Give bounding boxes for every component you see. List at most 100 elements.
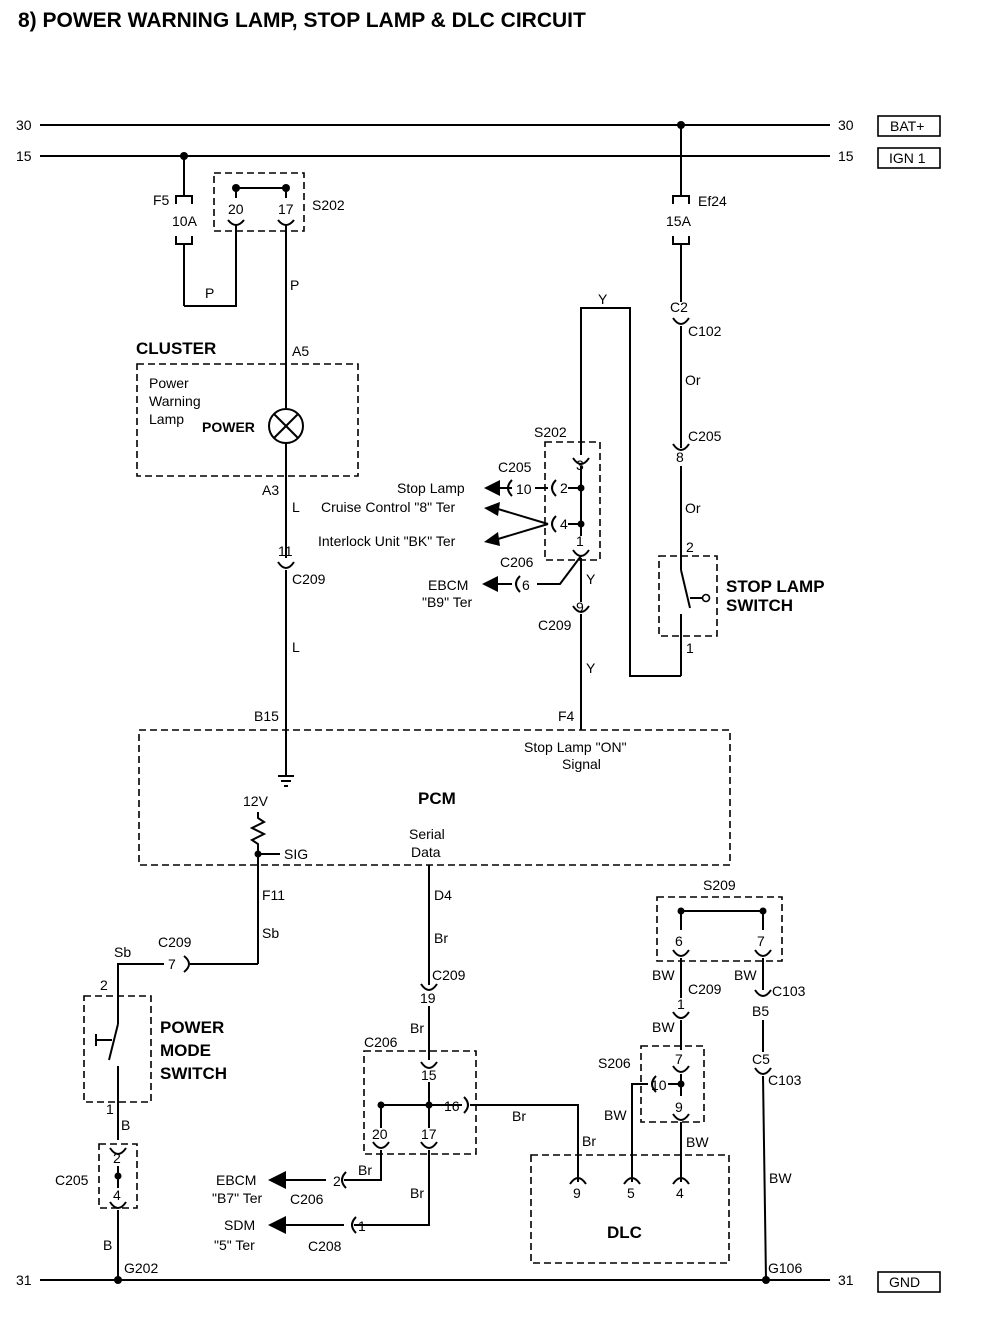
wire-or-2: Or [685,500,701,516]
s209-pin7: 7 [757,933,765,949]
c209-connector-e [672,1011,690,1019]
splice-s202-mid: S202 3 2 4 1 [534,424,601,561]
fuse-f5-rating: 10A [172,213,198,229]
c205-pin10: 10 [516,481,532,497]
ign1-tag: IGN 1 [889,150,926,166]
c209-connector-b [572,605,590,613]
lamp-line-1: Power [149,375,189,391]
pcm-pin-b15: B15 [254,708,279,724]
s202-pin17: 17 [278,201,294,217]
power-mode-label-3: SWITCH [160,1064,227,1083]
dlc-label: DLC [607,1223,642,1242]
wire-b-2: B [103,1237,112,1253]
c206-pin16: 16 [444,1098,460,1114]
c205c-pin2: 2 [113,1150,121,1166]
stop-switch-pin2: 2 [686,539,694,555]
dlc-pin5: 5 [627,1185,635,1201]
rail-30-right-label: 30 [838,117,854,133]
c206-pin15: 15 [421,1067,437,1083]
rail-31-left-label: 31 [16,1272,32,1288]
wire-l-label-1: L [292,499,300,515]
s202-pin20: 20 [228,201,244,217]
pcm-signal-1: Stop Lamp "ON" [524,739,627,755]
c209-connector-d [420,983,438,991]
c205-label-b: C205 [498,459,532,475]
fuse-ef24-rating: 15A [666,213,692,229]
bat-tag-box [877,115,941,137]
wire-sb-2: Sb [114,944,131,960]
connector-c206-b: C206 15 16 20 17 [363,1034,477,1155]
wire-bw-6: BW [769,1170,792,1186]
c209-connector-c [183,955,190,973]
gnd-tag-box [877,1271,941,1293]
c209-pin9: 9 [576,599,584,615]
c206-label-c: C206 [290,1191,324,1207]
splice-s206: S206 7 10 9 [598,1045,705,1123]
power-mode-pin2: 2 [100,977,108,993]
pcm-label: PCM [418,789,456,808]
wire-p-1: P [205,285,214,301]
interlock-label: Interlock Unit "BK" Ter [318,533,456,549]
cluster-pin-a3: A3 [262,482,279,498]
connector-c205-c: 2 4 C205 [55,1143,138,1209]
fuse-ef24: Ef24 15A [666,125,727,302]
c102-label: C102 [688,323,722,339]
rail-31: 31 31 GND [16,1271,941,1293]
fuse-f5: F5 10A [153,156,198,306]
s206-pin7: 7 [675,1051,683,1067]
c208-pin1: 1 [358,1218,366,1234]
s202-mid-label: S202 [534,424,567,440]
power-mode-switch: 2 1 POWER MODE SWITCH [83,977,227,1140]
c209-pin11: 11 [278,543,293,559]
wire-bw-3: BW [604,1107,627,1123]
ebcm-b7-line-1: EBCM [216,1172,256,1188]
c103-label-b: C103 [768,1072,802,1088]
diagram-title: 8) POWER WARNING LAMP, STOP LAMP & DLC C… [18,9,586,32]
branch-cruise-control: Cruise Control "8" Ter [321,499,549,525]
output-sdm: Br 1 C208 SDM "5" Ter [214,1150,430,1254]
wire-d4: D4 [434,887,452,903]
c205-connector-a [672,443,690,451]
branch-stop-lamp: Stop Lamp C205 10 [397,459,548,497]
c209-label-b: C209 [538,617,572,633]
power-mode-label-2: MODE [160,1041,211,1060]
c205-label-c: C205 [55,1172,89,1188]
wire-sb-1: Sb [262,925,279,941]
s209-label: S209 [703,877,736,893]
c209-pin19: 19 [420,990,436,1006]
stop-switch-pin1: 1 [686,640,694,656]
wire-p-loop [184,225,237,307]
c205-pin8: 8 [676,449,684,465]
sdm-line-2: "5" Ter [214,1237,255,1253]
wire-or-1: Or [685,372,701,388]
c206-pin17: 17 [421,1126,437,1142]
fuse-ef24-label: Ef24 [698,193,727,209]
s206-pin10: 10 [651,1077,667,1093]
s206-pin9: 9 [675,1099,683,1115]
pcm-sig: SIG [284,846,308,862]
c102-connector [672,317,690,325]
lamp-power-tag: POWER [202,419,255,435]
sdm-line-1: SDM [224,1217,255,1233]
ebcm-b9-line-1: EBCM [428,577,468,593]
dlc-pin9: 9 [573,1185,581,1201]
wire-br-2: Br [410,1020,424,1036]
c205c-pin4: 4 [113,1187,121,1203]
c103-connector-b [754,1067,772,1075]
c2-label: C2 [670,299,688,315]
wire-bw-1: BW [652,967,675,983]
pcm-pin-f4: F4 [558,708,575,724]
splice-s209: S209 6 7 [656,877,783,962]
c209-pin7: 7 [168,956,176,972]
dlc-pin4: 4 [676,1185,684,1201]
pcm-signal-2: Signal [562,756,601,772]
c206c-pin2: 2 [333,1173,341,1189]
wire-b-1: B [121,1117,130,1133]
stop-switch-label-2: SWITCH [726,596,793,615]
pcm-12v: 12V [243,793,269,809]
cluster: CLUSTER A5 Power Warning Lamp POWER A3 [136,339,359,498]
ebcm-b9-line-2: "B9" Ter [422,594,472,610]
ground-g106: G106 [768,1260,802,1276]
lamp-line-2: Warning [149,393,201,409]
power-mode-label-1: POWER [160,1018,224,1037]
